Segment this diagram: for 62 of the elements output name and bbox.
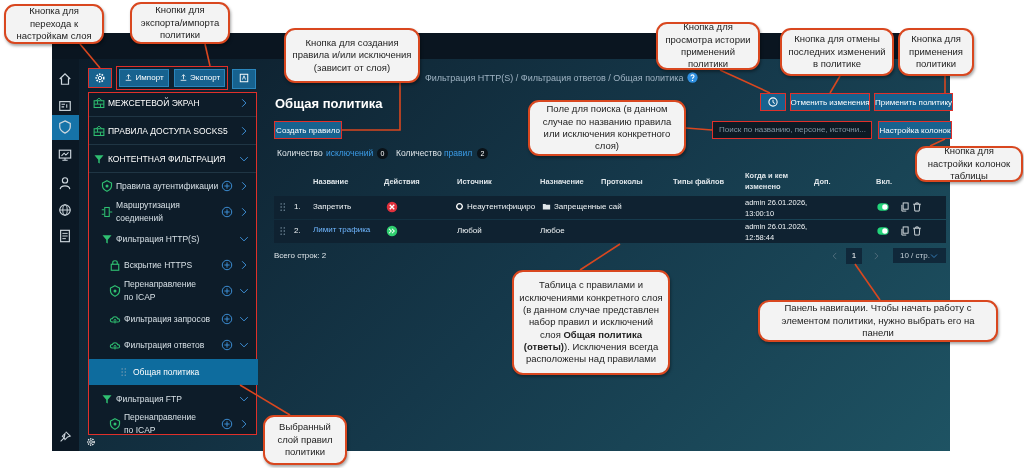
callout: Кнопка для просмотра истории применений политики: [656, 22, 760, 70]
count-link: исключений: [326, 148, 374, 158]
callout: Кнопка для создания правила и/или исключения (зависит от слоя): [284, 28, 420, 83]
rules-table: [274, 170, 946, 244]
page-heading: Общая политика: [275, 96, 383, 111]
highlight-frame: [116, 66, 228, 90]
table-cell: Любое: [540, 225, 565, 237]
leader-line: [341, 82, 401, 131]
rule-name: Запретить: [313, 201, 352, 213]
navigation-panel: [88, 92, 257, 435]
settings-button: [88, 68, 112, 88]
nav-item: Вскрытие HTTPS: [124, 258, 219, 272]
nav-item: Фильтрация FTP: [116, 392, 216, 406]
table-cell: Любой: [457, 225, 482, 237]
row-number: 1.: [294, 201, 301, 213]
callout: Кнопка для перехода к настройкам слоя: [4, 4, 104, 44]
table-cell: Неаутентифициро: [467, 201, 536, 213]
callout: Кнопка для применения политики: [898, 28, 974, 76]
leader-line: [79, 43, 101, 69]
callout: Панель навигации. Чтобы начать работу с элементом политики, нужно выбрать его на панели: [758, 300, 998, 342]
leader-line: [719, 69, 771, 94]
leader-line: [685, 127, 713, 131]
nav-item: ПРАВИЛА ДОСТУПА SOCKS5: [108, 124, 228, 138]
callout: Кнопки для экспорта/импорта политики: [130, 2, 230, 44]
page-number: 1: [846, 248, 862, 264]
rule-name: Лимит трафика: [313, 225, 371, 234]
nav-item: Перенаправление по ICAP: [124, 278, 204, 304]
leader-line: [829, 75, 841, 94]
nav-item: Фильтрация ответов: [124, 338, 219, 352]
nav-item: Фильтрация запросов: [124, 312, 219, 326]
column-settings-button: Настройка колонок: [878, 121, 952, 139]
leader-line: [204, 43, 211, 67]
nav-item: КОНТЕНТНАЯ ФИЛЬТРАЦИЯ: [108, 152, 228, 166]
breadcrumb: Фильтрация HTTP(S) / Фильтрация ответов / Общая политика: [425, 73, 684, 83]
nav-item: Маршрутизация соединений: [116, 199, 196, 225]
cancel-changes-button: Отменить изменения: [790, 93, 870, 111]
nav-item: МЕЖСЕТЕВОЙ ЭКРАН: [108, 96, 228, 110]
create-rule-button: Создать правило: [274, 121, 342, 139]
callout: Таблица с правилами и исключениями конкретного слоя (в данном случае представлен набор правил и исключений слоя Общая политика (ответы)). Исключения всегда расположены над правилами: [512, 270, 670, 375]
nav-item: Перенаправление по ICAP: [124, 411, 204, 437]
callout: Поле для поиска (в данном случае по названию правила или исключения конкретного слоя): [528, 100, 686, 156]
callout: Кнопка для отмены последних изменений в политике: [780, 28, 894, 76]
history-button: [760, 93, 786, 111]
search-field: Поиск по названию, персоне, источни...: [712, 121, 872, 139]
row-count: Всего строк: 2: [274, 251, 327, 260]
row-number: 2.: [294, 225, 301, 237]
leader-line: [579, 243, 621, 271]
leader-line: [854, 263, 881, 301]
table-cell: Запрещенные сай: [554, 201, 622, 213]
apply-policy-button: Применить политику: [874, 93, 953, 111]
nav-item: Правила аутентификации: [116, 179, 216, 193]
count-link: правил: [444, 148, 473, 158]
leader-line: [239, 384, 291, 416]
page-size-select: 10 / стр.: [893, 248, 946, 263]
leader-line: [929, 138, 946, 147]
callout: Кнопка для настройки колонок таблицы: [915, 146, 1023, 182]
count-label: Количество: [277, 148, 323, 158]
leader-line: [944, 75, 946, 94]
count-label: Количество: [396, 148, 442, 158]
callout: Выбранный слой правил политики: [263, 415, 347, 465]
nav-item: Фильтрация HTTP(S): [116, 232, 216, 246]
selected-nav-item: Общая политика: [89, 359, 258, 385]
